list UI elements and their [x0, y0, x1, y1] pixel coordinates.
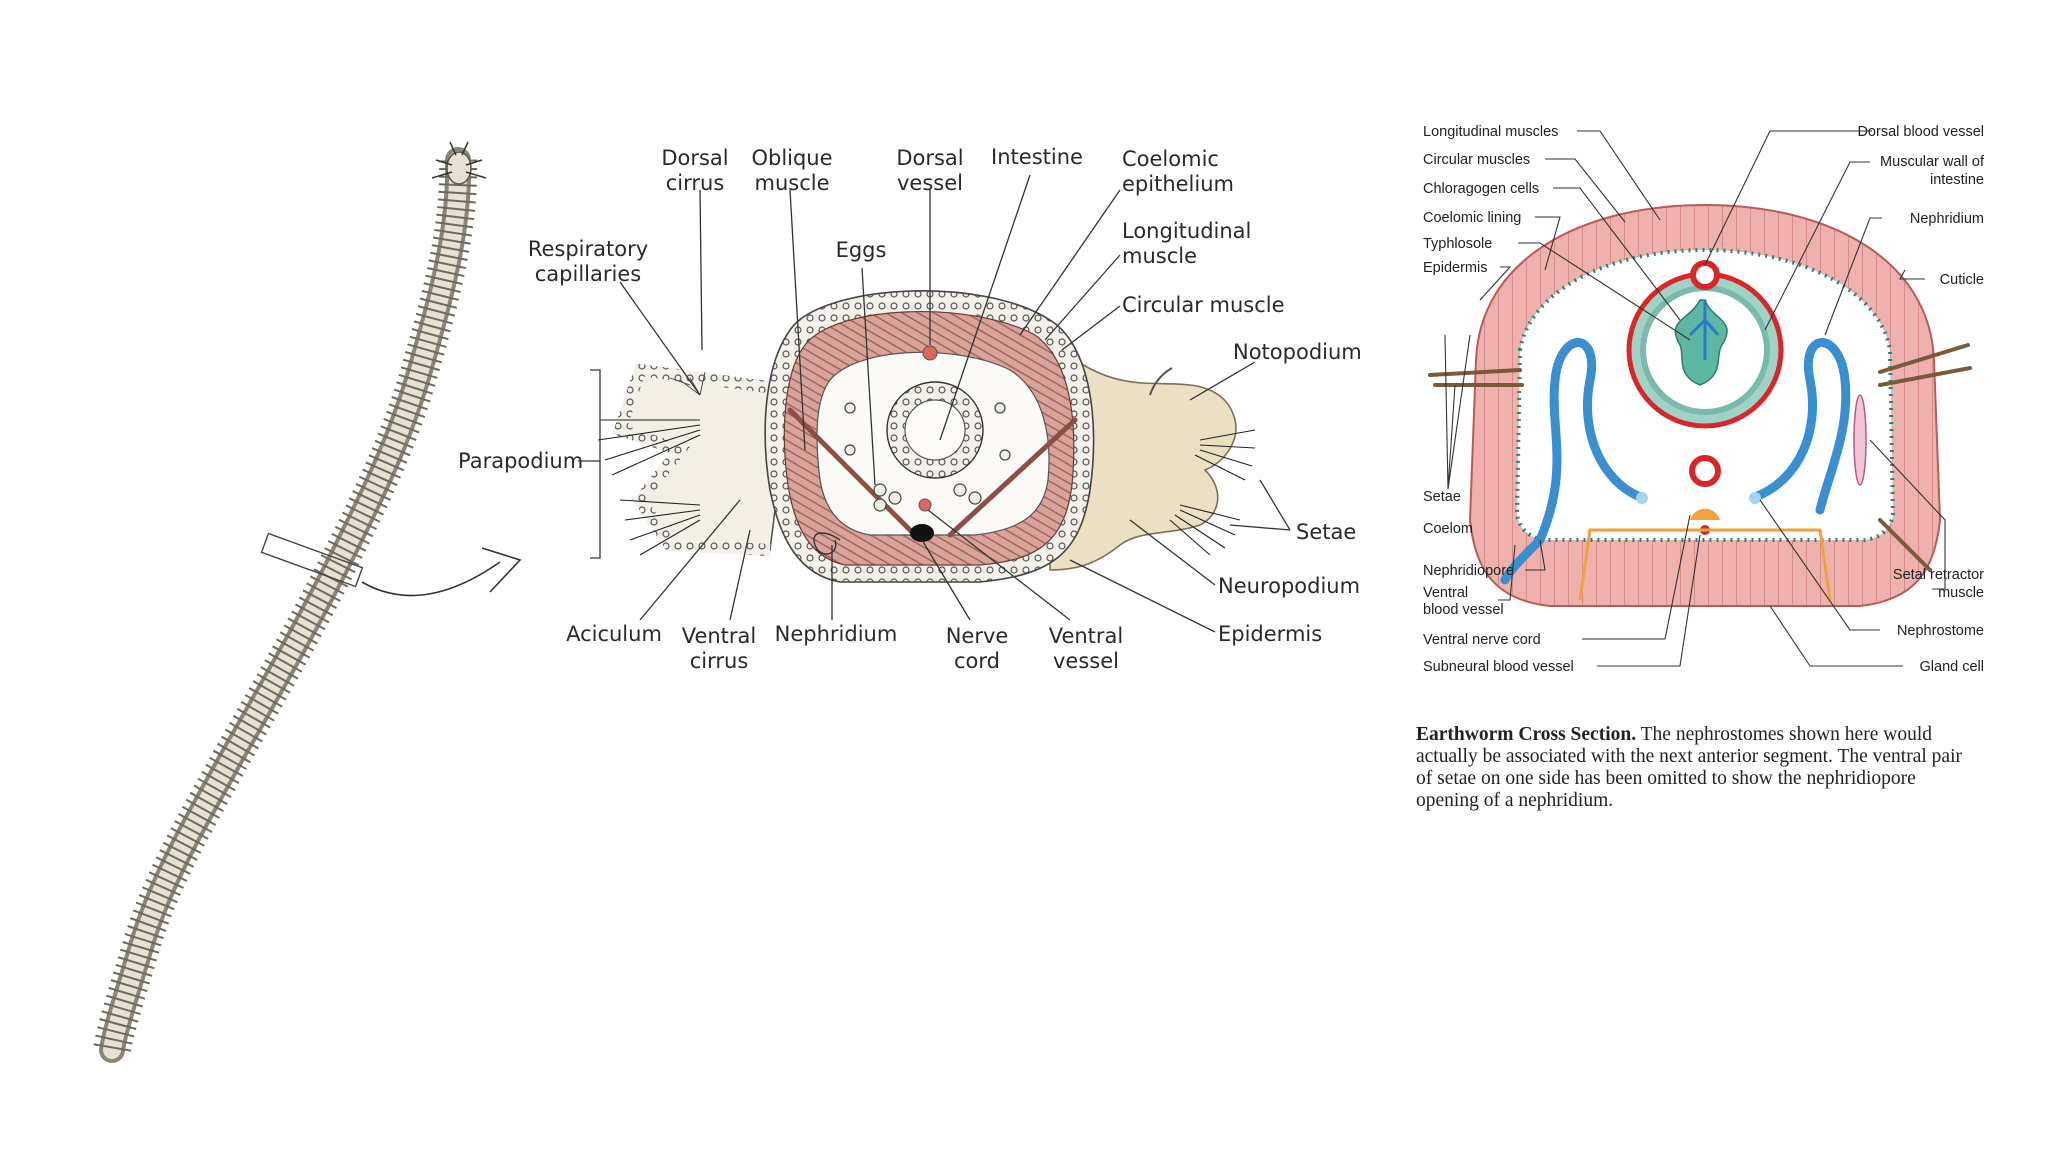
worm-body-fill: [103, 151, 468, 1059]
polychaete-whole-worm: [93, 141, 522, 1063]
earthworm-typhlosole-vessel: [1688, 300, 1720, 360]
respiratory-capillary-network: [669, 371, 706, 396]
caption-body: The nephrostomes shown here would actual…: [1416, 724, 1962, 811]
label-epidermis-earthworm: Epidermis: [1423, 260, 1487, 276]
label-nephridium: Nephridium: [775, 622, 898, 646]
label-eggs: Eggs: [836, 238, 887, 262]
earthworm-nephridia: [1500, 338, 1851, 585]
label-setae-earthworm: Setae: [1423, 489, 1461, 505]
label-notopodium: Notopodium: [1233, 340, 1362, 364]
label-nephridium-earthworm: Nephridium: [1910, 211, 1984, 227]
right-setae: [1169, 429, 1256, 556]
label-intestine: Intestine: [991, 145, 1083, 169]
worm-head: [431, 141, 487, 185]
label-aciculum: Aciculum: [566, 622, 662, 646]
label-nephrostome: Nephrostome: [1897, 623, 1984, 639]
earthworm-ventral-nerve-cord: [1690, 508, 1720, 520]
label-nephridiopore: Nephridiopore: [1423, 563, 1514, 579]
earthworm-typhlosole: [1674, 299, 1728, 386]
left-parapodium-cells: [612, 363, 791, 556]
label-gland-cell: Gland cell: [1920, 659, 1984, 675]
ventral-vessel: [918, 498, 932, 512]
eggs: [844, 402, 1011, 512]
label-parapodium: Parapodium: [458, 449, 583, 473]
label-chloragogen-cells: Chloragogen cells: [1423, 181, 1539, 197]
caption-title: Earthworm Cross Section.: [1416, 724, 1637, 745]
section-arrowhead: [481, 547, 522, 593]
section-marker: [260, 532, 364, 588]
earthworm-leader-lines: [1444, 130, 1946, 667]
earthworm-nephrostome-left: [1636, 492, 1648, 504]
dorsal-vessel: [922, 345, 938, 361]
left-setae: [597, 419, 701, 556]
earthworm-setae: [1428, 343, 1972, 572]
label-subneural-blood-vessel: Subneural blood vessel: [1423, 659, 1574, 675]
label-neuropodium: Neuropodium: [1218, 574, 1360, 598]
earthworm-cross-section: [1428, 203, 1972, 607]
oblique-muscles: [787, 407, 1078, 538]
label-circular-muscle: Circular muscle: [1122, 293, 1285, 317]
earthworm-setal-retractor: [1853, 394, 1867, 486]
notopodium-cirrus: [1149, 367, 1173, 396]
label-dorsal-blood-vessel: Dorsal blood vessel: [1857, 124, 1984, 140]
earthworm-nephrostome-right: [1749, 492, 1761, 504]
figure-caption: Earthworm Cross Section. The nephrostome…: [1416, 724, 1976, 812]
label-coelomic-lining: Coelomic lining: [1423, 210, 1521, 226]
label-circular-muscles: Circular muscles: [1423, 152, 1530, 168]
label-coelom: Coelom: [1423, 521, 1473, 537]
earthworm-dorsal-blood-vessel: [1690, 260, 1720, 290]
label-setae: Setae: [1296, 520, 1356, 544]
label-typhlosole: Typhlosole: [1423, 236, 1492, 252]
polychaete-cross-section: [597, 290, 1256, 583]
earthworm-lateral-nerves: [1578, 528, 1832, 601]
nephridium-coil: [813, 532, 841, 555]
label-longitudinal-muscles: Longitudinal muscles: [1423, 124, 1558, 140]
earthworm-labels: Longitudinal muscles Circular muscles Ch…: [1423, 124, 1985, 675]
label-ventral-nerve-cord: Ventral nerve cord: [1423, 632, 1541, 648]
label-epidermis: Epidermis: [1218, 622, 1322, 646]
worm-body: [99, 147, 472, 1063]
earthworm-ventral-blood-vessel: [1689, 455, 1721, 487]
right-parapodium: [1049, 338, 1237, 571]
polychaete-leader-lines: [578, 174, 1291, 633]
intestine-lumen: [904, 399, 966, 461]
label-cuticle: Cuticle: [1940, 272, 1984, 288]
section-arrow: [361, 561, 501, 597]
nerve-cord: [910, 524, 934, 542]
